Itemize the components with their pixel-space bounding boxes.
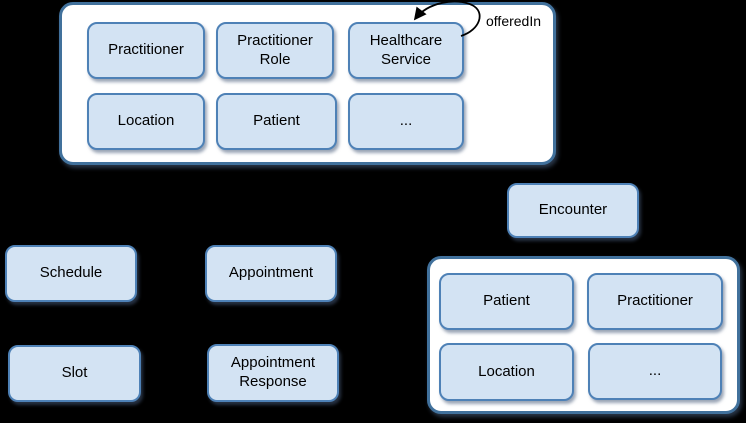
node-ellipsis-encounter: ...: [588, 343, 722, 400]
node-location: Location: [87, 93, 205, 150]
offeredin-self-loop-arrow: [413, 0, 481, 37]
node-ellipsis-core: ...: [348, 93, 464, 150]
node-encounter-practitioner: Practitioner: [587, 273, 723, 330]
node-appointment: Appointment: [205, 245, 337, 302]
offeredin-label: offeredIn: [486, 13, 542, 29]
node-healthcare-service: Healthcare Service: [348, 22, 464, 79]
node-appointment-response: Appointment Response: [207, 344, 339, 402]
node-encounter-patient: Patient: [439, 273, 574, 330]
node-schedule: Schedule: [5, 245, 137, 302]
node-slot: Slot: [8, 345, 141, 402]
node-practitioner: Practitioner: [87, 22, 205, 79]
node-practitioner-role: Practitioner Role: [216, 22, 334, 79]
node-encounter-location: Location: [439, 343, 574, 401]
node-encounter: Encounter: [507, 183, 639, 238]
node-patient: Patient: [216, 93, 337, 150]
